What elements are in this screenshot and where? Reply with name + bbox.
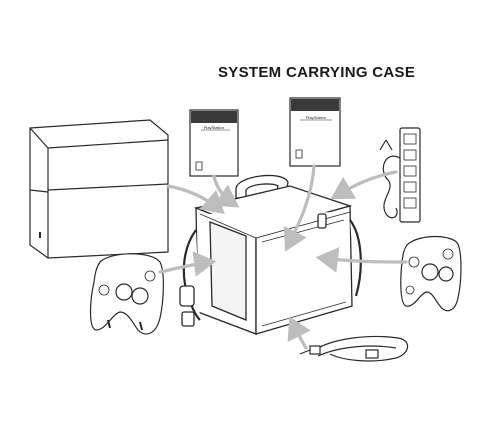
charging-dock [379, 127, 421, 223]
game-disc-left: PlayStation [189, 109, 239, 177]
arrow-dock [330, 170, 398, 200]
arrow-disc-left [212, 174, 240, 208]
cable-bundle [299, 335, 409, 362]
disc-left-label: PlayStation [204, 125, 224, 130]
game-disc-right: PlayStation [289, 97, 341, 167]
carrying-case [179, 174, 362, 335]
arrow-controller-right [315, 247, 408, 273]
arrow-disc-right [283, 164, 316, 252]
diagram-title: SYSTEM CARRYING CASE [218, 64, 416, 81]
console-illustration [29, 119, 169, 259]
disc-right-label: PlayStation [306, 115, 326, 120]
arrow-controller-left [158, 251, 217, 277]
controller-right [400, 235, 462, 312]
controller-left [89, 253, 164, 335]
arrow-cables [287, 316, 311, 350]
placement-arrows [158, 164, 408, 350]
